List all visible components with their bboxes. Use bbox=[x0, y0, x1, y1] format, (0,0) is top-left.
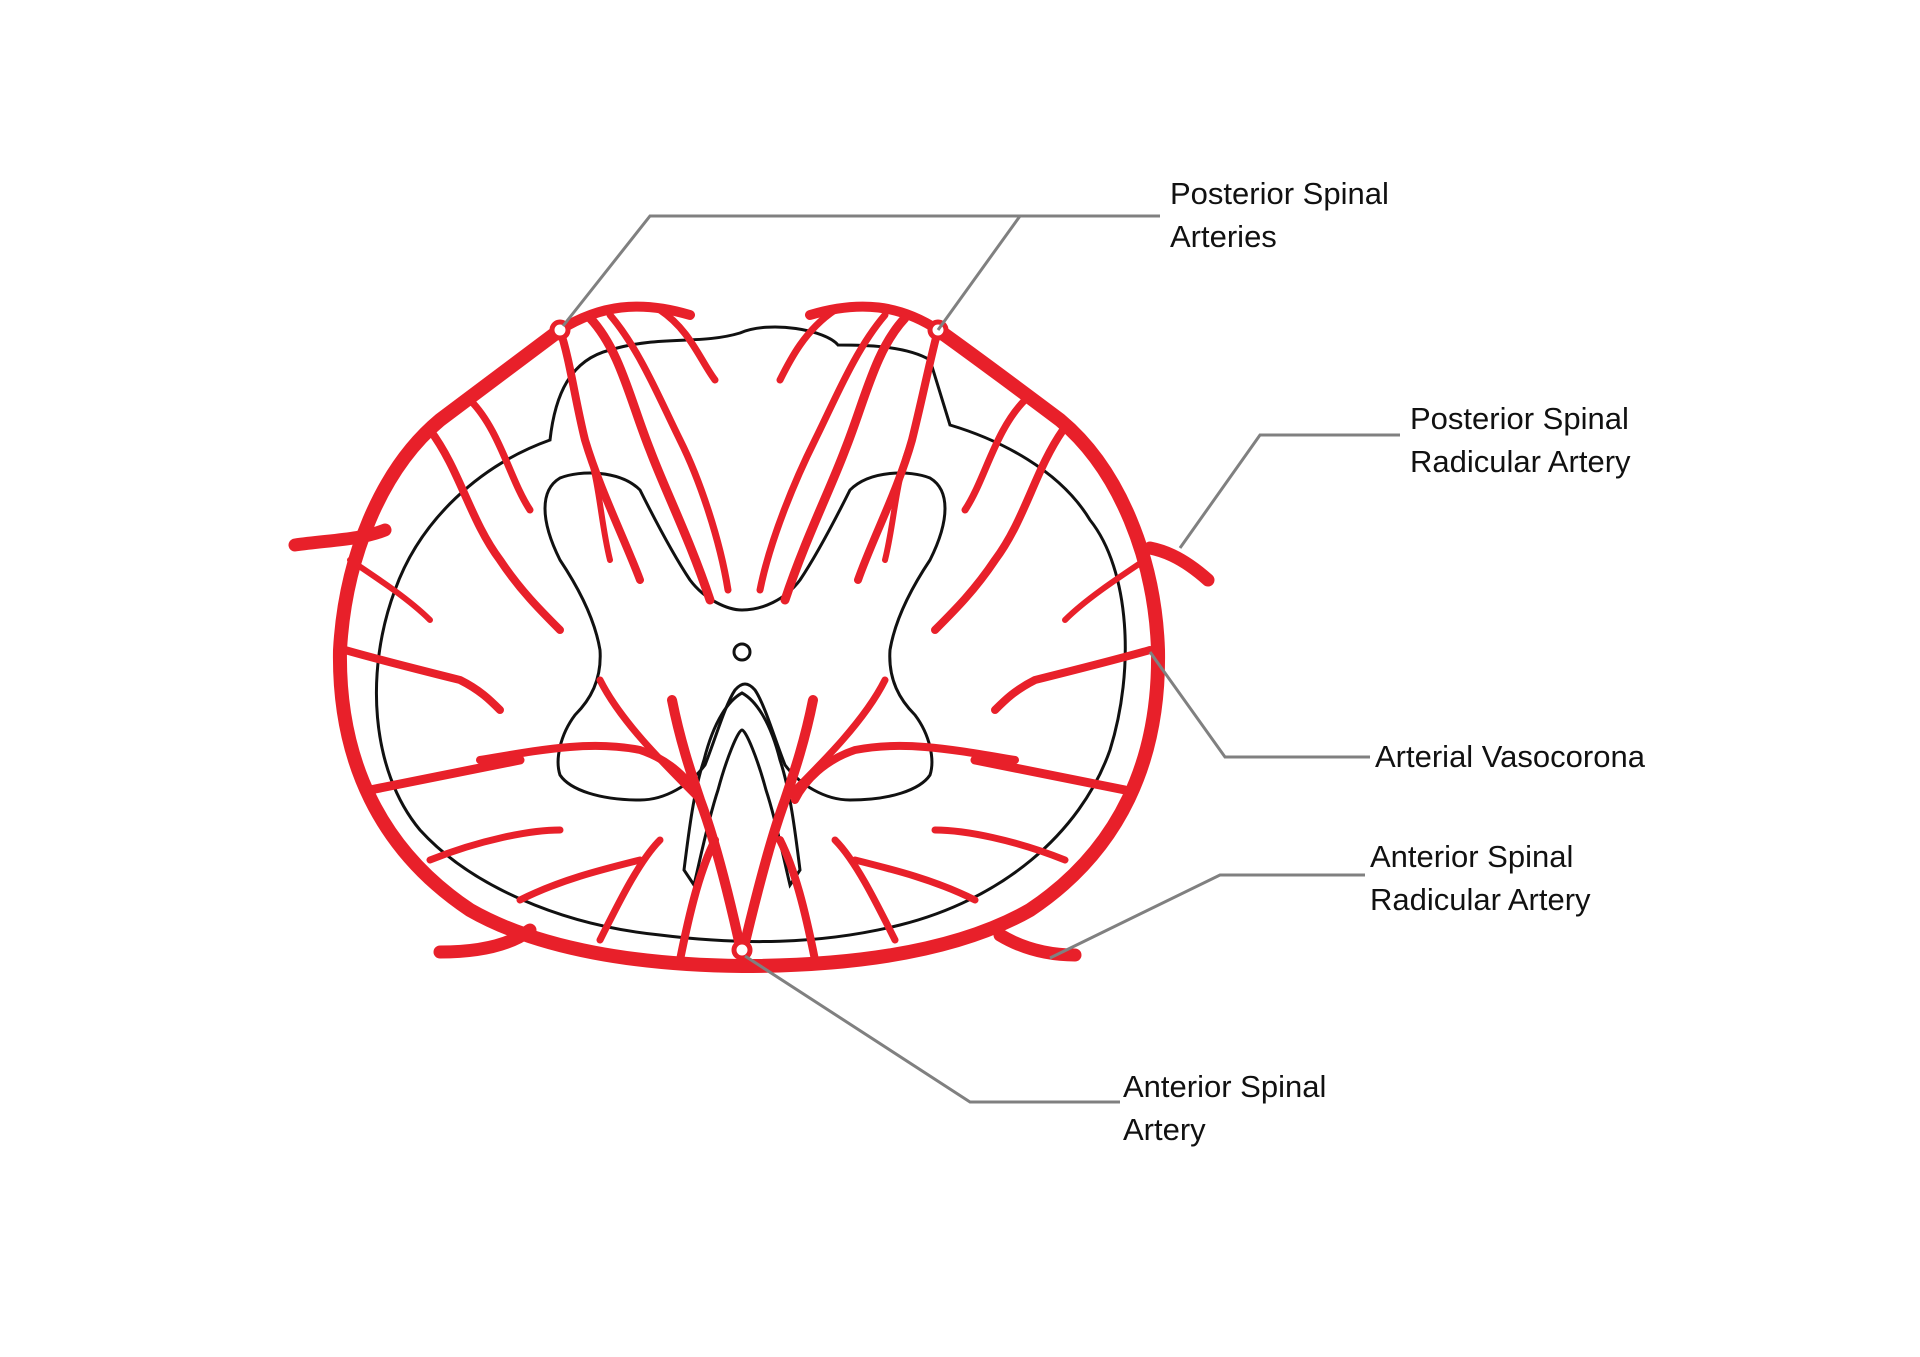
leader-posterior-spinal-arteries-right bbox=[936, 215, 1022, 331]
leader-lines bbox=[561, 214, 1400, 1104]
penetrating-branches bbox=[341, 396, 1154, 964]
label-line: Radicular Artery bbox=[1370, 882, 1591, 917]
posterior-spinal-artery-left bbox=[555, 301, 732, 605]
label-line: Anterior Spinal bbox=[1370, 839, 1574, 874]
gray-matter-outline bbox=[543, 471, 947, 802]
leader-anterior-spinal-artery bbox=[744, 954, 1120, 1104]
label-anterior-spinal-artery: Anterior Spinal Artery bbox=[1123, 1065, 1326, 1151]
label-posterior-spinal-arteries: Posterior Spinal Arteries bbox=[1170, 172, 1389, 258]
label-line: Arterial Vasocorona bbox=[1375, 739, 1645, 774]
label-arterial-vasocorona: Arterial Vasocorona bbox=[1375, 735, 1645, 778]
label-line: Arteries bbox=[1170, 219, 1277, 254]
label-line: Radicular Artery bbox=[1410, 444, 1631, 479]
label-line: Posterior Spinal bbox=[1410, 401, 1629, 436]
anterior-spinal-artery-lumen bbox=[731, 939, 753, 961]
label-line: Artery bbox=[1123, 1112, 1206, 1147]
posterior-spinal-artery-right bbox=[756, 301, 943, 605]
label-line: Anterior Spinal bbox=[1123, 1069, 1327, 1104]
label-posterior-spinal-radicular-artery: Posterior Spinal Radicular Artery bbox=[1410, 397, 1631, 483]
leader-arterial-vasocorona bbox=[1148, 651, 1370, 759]
posterior-spinal-radicular-arteries bbox=[288, 523, 1215, 587]
anterior-spinal-artery bbox=[596, 676, 889, 960]
arterial-vasocorona bbox=[332, 323, 1166, 974]
label-line: Posterior Spinal bbox=[1170, 176, 1389, 211]
label-anterior-spinal-radicular-artery: Anterior Spinal Radicular Artery bbox=[1370, 835, 1591, 921]
leader-posterior-spinal-radicular-artery bbox=[1178, 433, 1400, 549]
anterior-spinal-radicular-arteries bbox=[433, 923, 1082, 962]
leader-posterior-spinal-arteries bbox=[561, 214, 1160, 327]
leader-anterior-spinal-radicular-artery bbox=[1049, 873, 1365, 960]
central-canal bbox=[732, 642, 752, 662]
